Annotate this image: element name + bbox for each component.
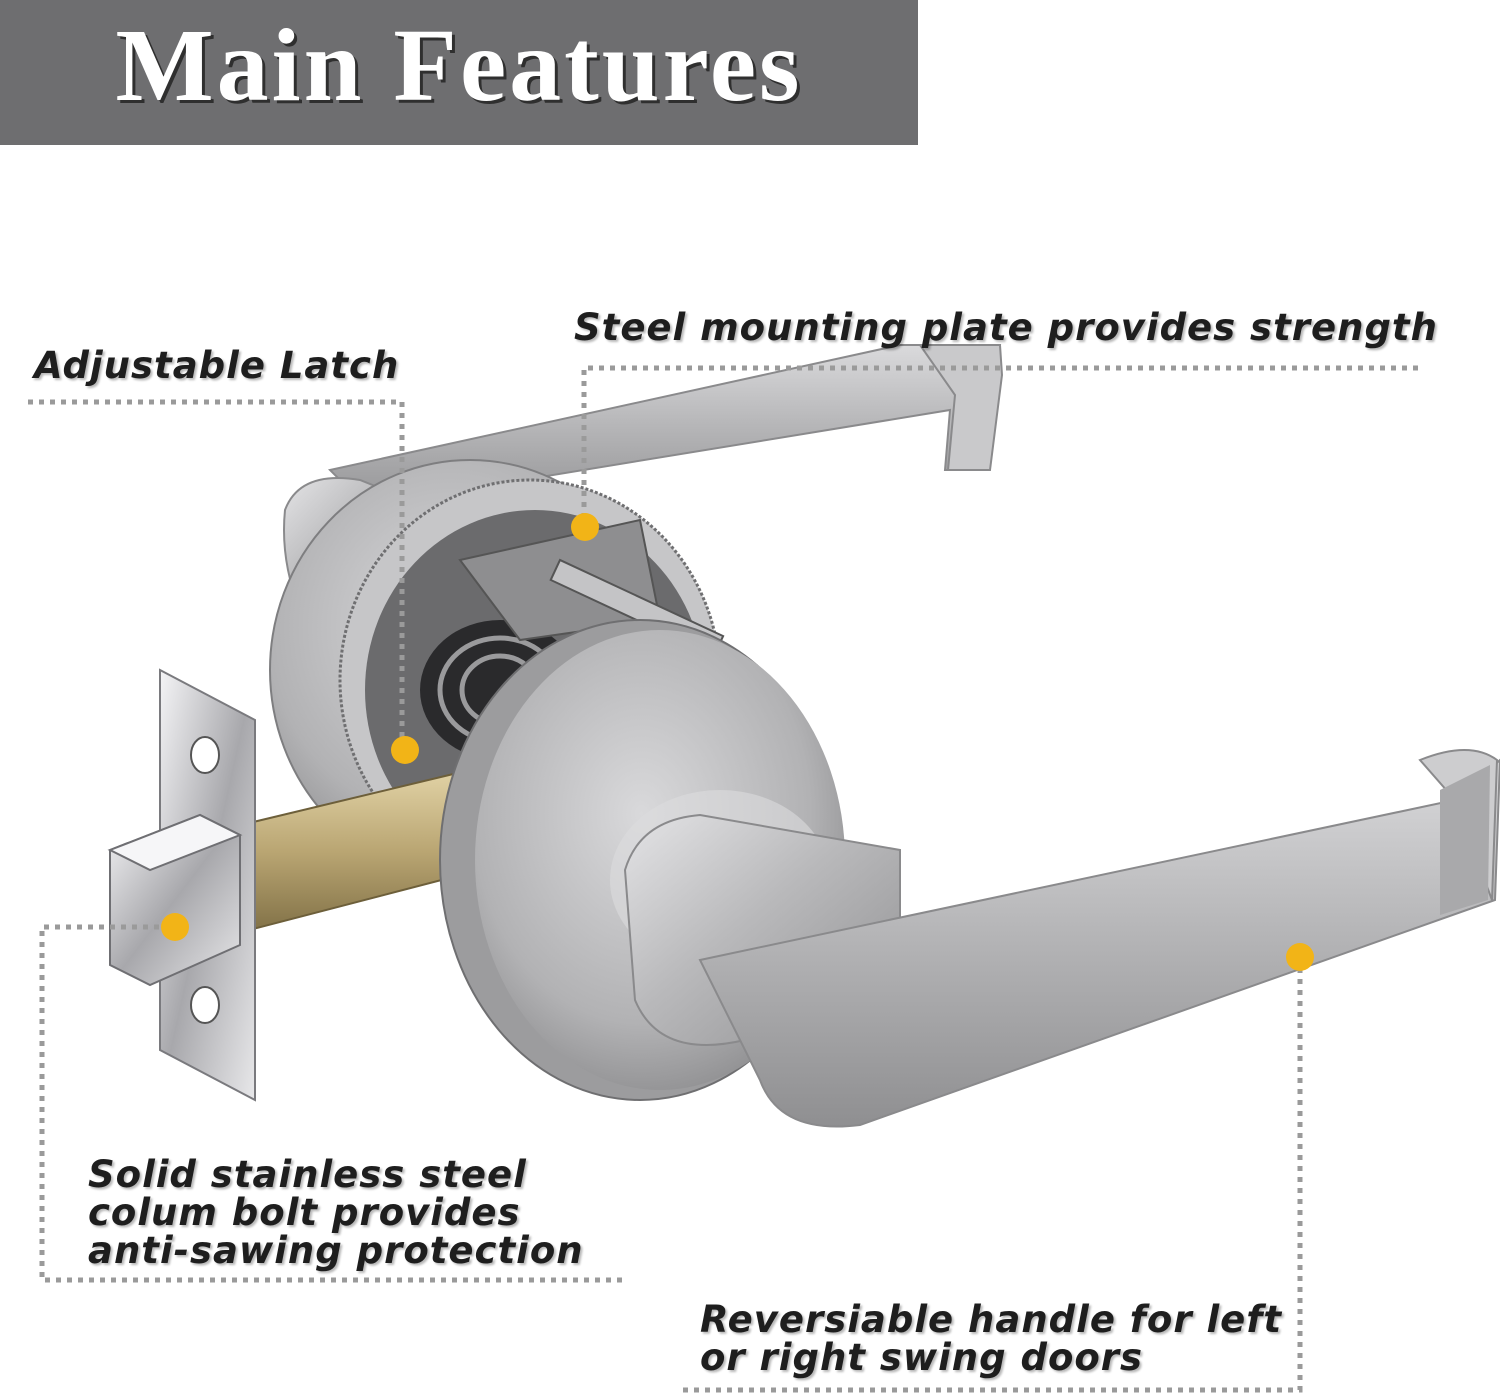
title-banner: Main Features bbox=[0, 0, 918, 145]
latch-assembly bbox=[107, 668, 496, 1102]
leader-bolt bbox=[39, 924, 628, 1283]
marker-dot-bolt bbox=[161, 913, 189, 941]
callout-mounting-plate: Steel mounting plate provides strength bbox=[574, 306, 1438, 349]
page-title: Main Features bbox=[115, 8, 803, 123]
callout-handle-line-1: Reversiable handle for left bbox=[700, 1298, 1283, 1341]
leader-adjustable-latch bbox=[28, 399, 405, 750]
front-lever-handle bbox=[623, 749, 1500, 1128]
leader-handle bbox=[680, 957, 1303, 1393]
leader-lines bbox=[28, 365, 1418, 1393]
marker-dot-latch bbox=[391, 736, 419, 764]
callout-bolt: Solid stainless steel colum bolt provide… bbox=[88, 1156, 584, 1270]
marker-dot-plate bbox=[571, 513, 599, 541]
callout-bolt-line-3: anti-sawing protection bbox=[88, 1229, 584, 1272]
callout-adjustable-latch: Adjustable Latch bbox=[34, 344, 400, 387]
callout-bolt-line-1: Solid stainless steel bbox=[88, 1153, 527, 1196]
callout-bolt-line-2: colum bolt provides bbox=[88, 1191, 521, 1234]
marker-dot-handle bbox=[1286, 943, 1314, 971]
callout-handle-line-2: or right swing doors bbox=[700, 1336, 1144, 1379]
callout-handle: Reversiable handle for left or right swi… bbox=[700, 1301, 1282, 1377]
leader-mounting-plate bbox=[581, 365, 1418, 525]
marker-dots bbox=[161, 513, 1314, 971]
